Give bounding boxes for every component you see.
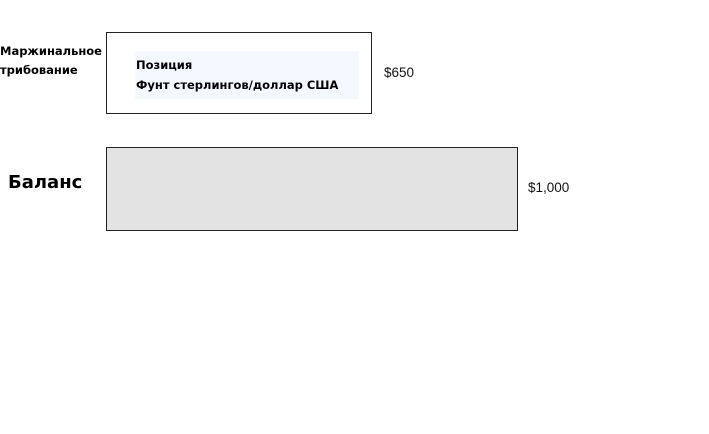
- position-instrument: Фунт стерлингов/доллар США: [136, 78, 339, 92]
- margin-requirement-box: Позиция Фунт стерлингов/доллар США: [106, 32, 372, 114]
- balance-value: $1,000: [528, 180, 570, 195]
- margin-requirement-label: Маржинальное трибование: [0, 42, 104, 80]
- balance-label: Баланс: [8, 172, 83, 193]
- margin-value: $650: [384, 65, 415, 80]
- position-card: Позиция Фунт стерлингов/доллар США: [135, 51, 359, 99]
- position-title: Позиция: [136, 58, 193, 72]
- margin-label-line1: Маржинальное: [0, 44, 102, 58]
- balance-box: [106, 147, 518, 231]
- position-text: Позиция Фунт стерлингов/доллар США: [136, 55, 338, 95]
- margin-label-line2: трибование: [0, 63, 78, 77]
